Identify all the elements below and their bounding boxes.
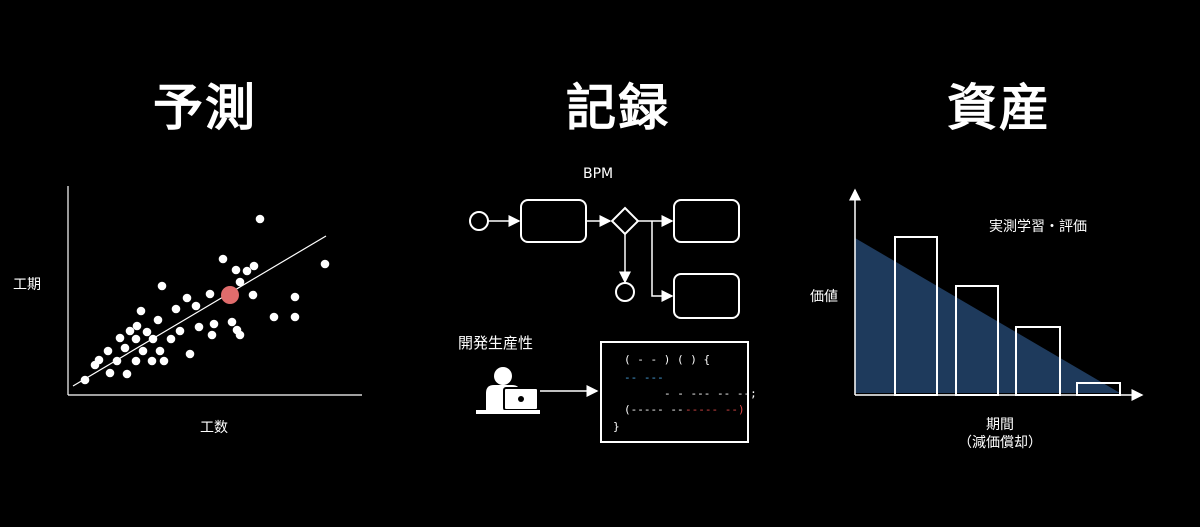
scatter-point: [235, 330, 245, 340]
code-line-1: ( - - ) ( ) {: [624, 353, 710, 366]
desk: [476, 410, 540, 414]
scatter-point: [191, 301, 201, 311]
scatter-point: [194, 322, 204, 332]
scatter-point: [231, 265, 241, 275]
asset-bar-3: [1015, 326, 1061, 396]
scatter-point: [122, 369, 132, 379]
scatter-point: [131, 356, 141, 366]
scatter-point: [112, 356, 122, 366]
scatter-point: [125, 326, 135, 336]
scatter-point: [120, 343, 130, 353]
code-line-6: }: [613, 420, 620, 433]
prediction-y-axis-label: 工期: [13, 277, 41, 293]
scatter-point: [103, 346, 113, 356]
scatter-point: [90, 360, 100, 370]
code-line-3: - - --- -- --;: [664, 387, 757, 400]
laptop-logo-icon: [518, 396, 524, 402]
bpm-task-2: [673, 199, 740, 243]
scatter-point: [80, 375, 90, 385]
asset-bar-4: [1076, 382, 1121, 396]
scatter-point: [131, 334, 141, 344]
scatter-point: [235, 277, 245, 287]
scatter-points: [80, 214, 330, 385]
bpm-gateway: [610, 206, 640, 236]
scatter-point: [132, 321, 142, 331]
scatter-point: [182, 293, 192, 303]
code-line-4: (----- --: [624, 403, 684, 416]
asset-annotation: 実測学習・評価: [989, 219, 1087, 235]
scatter-point: [138, 346, 148, 356]
highlighted-prediction-point: [221, 286, 239, 304]
scatter-point: [290, 312, 300, 322]
scatter-point: [175, 326, 185, 336]
scatter-point: [185, 349, 195, 359]
depreciation-chart: [849, 188, 1144, 401]
bpm-end-event: [615, 282, 635, 302]
scatter-point: [171, 304, 181, 314]
scatter-point: [207, 330, 217, 340]
bpm-task-3: [673, 273, 740, 319]
scatter-point: [320, 259, 330, 269]
prediction-title: 予測: [153, 79, 257, 137]
scatter-point: [249, 261, 259, 271]
scatter-point: [153, 315, 163, 325]
scatter-point: [115, 333, 125, 343]
scatter-point: [205, 289, 215, 299]
value-decline-area: [855, 238, 1120, 393]
scatter-plot: [67, 186, 362, 396]
scatter-point: [255, 214, 265, 224]
record-title: 記録: [566, 79, 670, 137]
prediction-x-axis-label: 工数: [200, 420, 228, 436]
code-line-5: ----- --): [685, 403, 745, 416]
bpm-diagram: [469, 199, 740, 319]
regression-line: [72, 235, 327, 387]
scatter-point: [242, 266, 252, 276]
scatter-point: [209, 319, 219, 329]
scatter-point: [157, 281, 167, 291]
code-box: ( - - ) ( ) { -- --- - - --- -- --; (---…: [600, 341, 757, 443]
scatter-point: [248, 290, 258, 300]
asset-bar-1: [894, 236, 938, 396]
bpm-label: BPM: [583, 166, 614, 182]
scatter-point: [290, 292, 300, 302]
code-line-2: -- ---: [624, 371, 664, 384]
scatter-point: [105, 368, 115, 378]
scatter-point: [148, 334, 158, 344]
scatter-point: [218, 254, 228, 264]
developer-icon: [476, 367, 599, 414]
bpm-start-event: [469, 211, 489, 231]
scatter-point: [269, 312, 279, 322]
scatter-point: [166, 334, 176, 344]
code-box-frame: [600, 341, 749, 443]
asset-x-axis-label-line1: 期間: [986, 417, 1014, 433]
developer-head: [494, 367, 512, 385]
asset-title: 資産: [947, 79, 1051, 137]
scatter-point: [227, 317, 237, 327]
scatter-point: [142, 327, 152, 337]
scatter-point: [159, 356, 169, 366]
bpm-flow-5: [651, 221, 674, 302]
asset-bar-2: [955, 285, 999, 396]
scatter-point: [147, 356, 157, 366]
asset-y-axis-label: 価値: [810, 289, 838, 305]
bpm-task-1: [520, 199, 587, 243]
productivity-label: 開発生産性: [458, 334, 534, 352]
scatter-point: [136, 306, 146, 316]
scatter-point: [155, 346, 165, 356]
asset-x-axis-label-line2: （減価償却）: [958, 435, 1042, 451]
